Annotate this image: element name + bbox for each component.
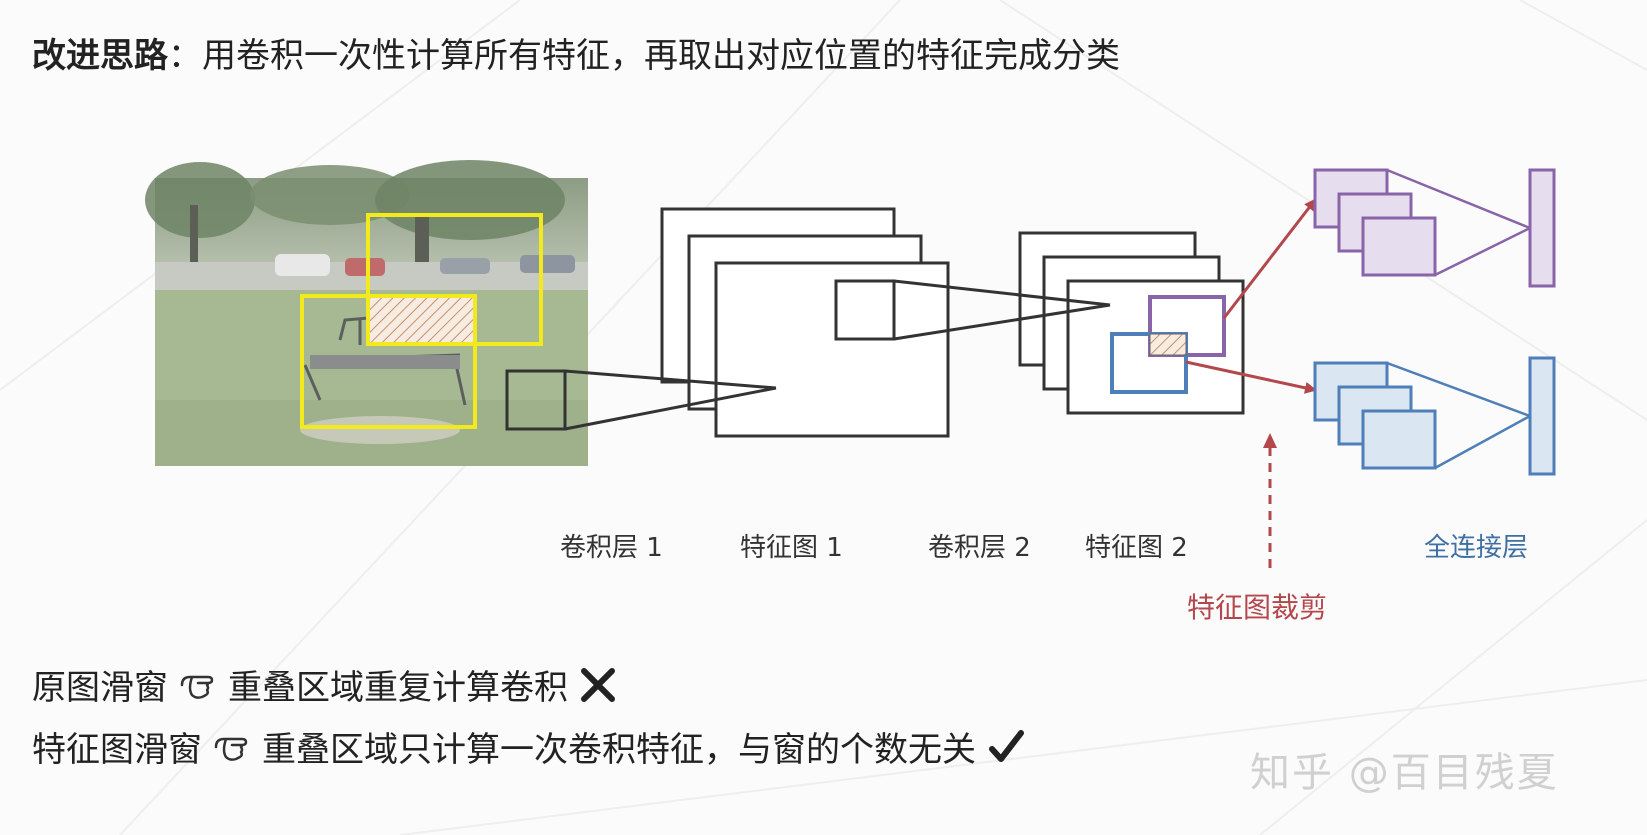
conv1-kernel xyxy=(505,369,567,431)
overlap-hatch xyxy=(368,296,476,344)
label-feature-map-1: 特征图 1 xyxy=(740,533,843,563)
line1-text: 重叠区域重复计算卷积 xyxy=(228,668,568,708)
conv2-kernel xyxy=(834,279,896,341)
fc-output-purple xyxy=(1528,168,1556,288)
arrow-to-blue xyxy=(1185,360,1317,394)
arrow-to-purple xyxy=(1222,198,1317,319)
label-feature-map-2: 特征图 2 xyxy=(1085,533,1188,563)
check-mark-icon xyxy=(986,727,1026,767)
watermark: 知乎 @百目残夏 xyxy=(1250,750,1559,796)
feature-map-2-stack xyxy=(1018,231,1245,415)
cross-mark-icon xyxy=(578,665,618,705)
bottom-line-2: 特征图滑窗 重叠区域只计算一次卷积特征，与窗的个数无关 xyxy=(32,722,1026,771)
window-bottom xyxy=(300,294,477,429)
label-fully-connected: 全连接层 xyxy=(1424,533,1529,563)
label-conv2: 卷积层 2 xyxy=(928,533,1031,563)
line2-title: 特征图滑窗 xyxy=(32,730,202,770)
pointing-hand-icon xyxy=(178,667,218,703)
pointing-hand-icon xyxy=(212,729,252,765)
label-feature-crop: 特征图裁剪 xyxy=(1187,591,1328,624)
title-bold: 改进思路 xyxy=(32,36,168,76)
feature-map-1-stack xyxy=(660,207,950,438)
park-photo xyxy=(145,160,588,466)
label-conv1: 卷积层 1 xyxy=(560,533,663,563)
fc-stack-blue xyxy=(1313,361,1437,470)
fc-stack-purple xyxy=(1313,168,1437,277)
page-title: 改进思路：用卷积一次性计算所有特征，再取出对应位置的特征完成分类 xyxy=(32,34,1120,78)
fc-output-blue xyxy=(1528,356,1556,476)
title-rest: ：用卷积一次性计算所有特征，再取出对应位置的特征完成分类 xyxy=(168,36,1120,76)
line1-title: 原图滑窗 xyxy=(32,668,168,708)
bottom-line-1: 原图滑窗 重叠区域重复计算卷积 xyxy=(32,660,618,709)
window-top xyxy=(366,213,543,346)
line2-text: 重叠区域只计算一次卷积特征，与窗的个数无关 xyxy=(262,730,976,770)
feature-overlap-hatch xyxy=(1149,333,1187,356)
